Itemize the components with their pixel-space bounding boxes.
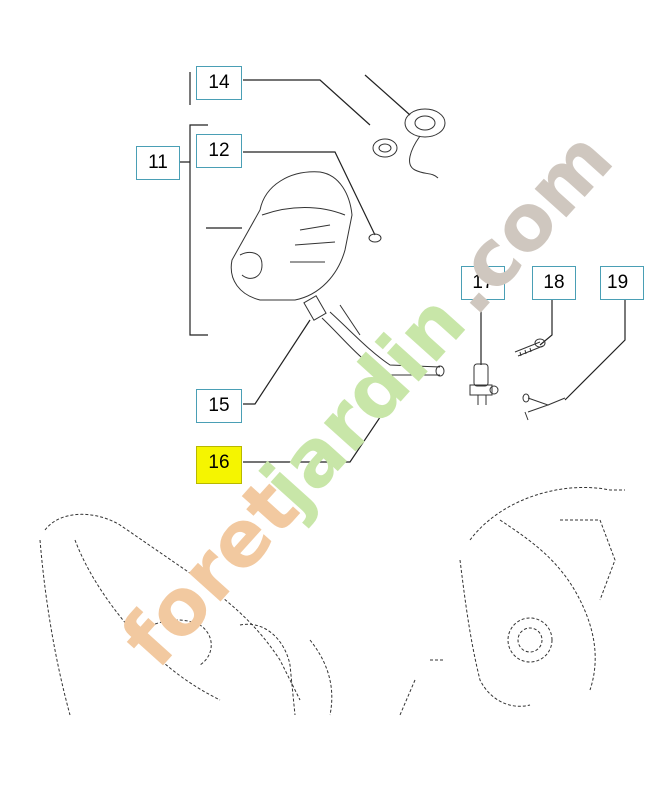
bracket-11 <box>180 124 208 336</box>
part-17-valve <box>469 363 499 405</box>
part-14-sensor <box>372 108 446 179</box>
callout-12: 12 <box>196 134 242 168</box>
leader-line-18 <box>539 300 553 346</box>
callout-17: 17 <box>461 266 505 300</box>
engine-right <box>399 486 625 716</box>
leader-line-top <box>364 74 411 116</box>
callout-18: 18 <box>532 266 576 300</box>
saw-body-left <box>39 513 333 716</box>
callout-14: 14 <box>196 66 242 100</box>
part-19-connector <box>522 393 566 421</box>
part-15-16-hose <box>303 295 445 377</box>
callout-19: 19 <box>600 266 644 300</box>
leader-line-19 <box>564 300 626 401</box>
callout-11: 11 <box>136 146 180 180</box>
part-12-housing <box>230 171 382 301</box>
part-18-screw <box>514 338 546 357</box>
leader-line-12 <box>243 151 376 236</box>
callout-16: 16 <box>196 446 242 484</box>
leader-line-14 <box>189 72 371 126</box>
callout-15: 15 <box>196 389 242 423</box>
leader-line-16 <box>243 394 396 463</box>
leader-line-15 <box>243 319 311 405</box>
